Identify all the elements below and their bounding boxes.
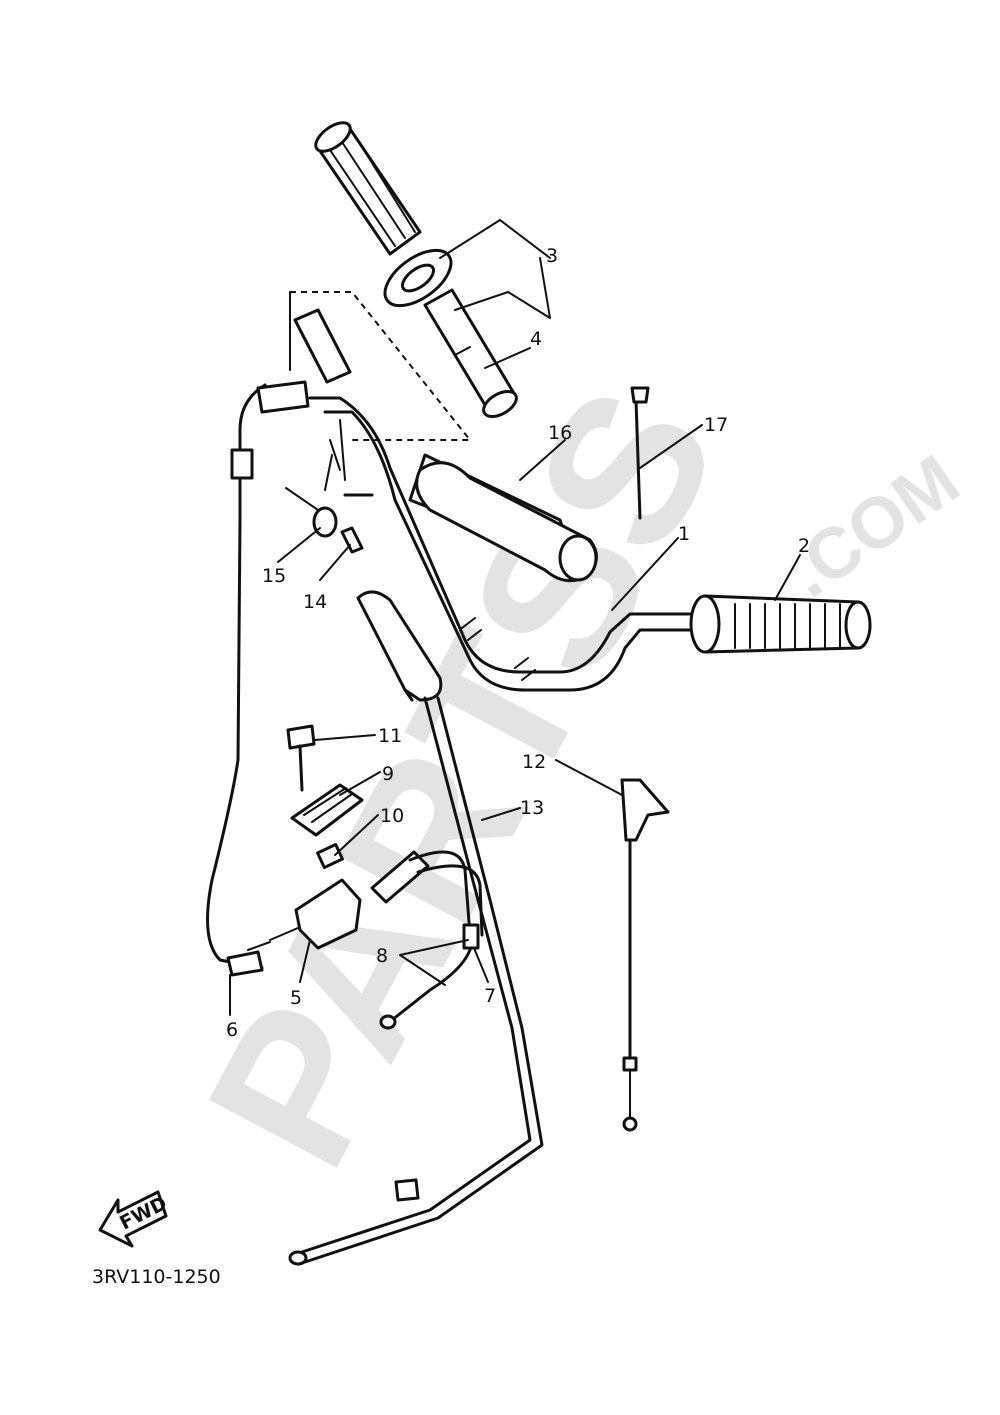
callout-5: 5 <box>290 987 302 1009</box>
clamp-top-part <box>290 783 364 837</box>
callout-6: 6 <box>226 1019 238 1041</box>
callout-4: 4 <box>530 328 542 350</box>
adjuster-part <box>285 487 364 554</box>
bolt-17-part <box>630 386 650 520</box>
brake-cable-part <box>620 778 670 1132</box>
callout-1: 1 <box>678 523 690 545</box>
pad-part <box>408 453 598 583</box>
callout-7: 7 <box>484 985 496 1007</box>
choke-cable-part <box>206 380 310 977</box>
callout-14: 14 <box>303 591 327 613</box>
callout-12: 12 <box>522 751 546 773</box>
watermark-suffix: .COM <box>773 440 973 613</box>
throttle-tube-part <box>423 288 518 418</box>
callout-9: 9 <box>382 763 394 785</box>
callout-11: 11 <box>378 725 402 747</box>
callout-3: 3 <box>546 245 558 267</box>
callout-15: 15 <box>262 565 286 587</box>
callout-10: 10 <box>380 805 404 827</box>
lever-cables-part <box>370 850 484 1030</box>
callout-13: 13 <box>520 797 544 819</box>
fwd-arrow: FWD <box>98 1190 171 1248</box>
callout-16: 16 <box>548 422 572 444</box>
throttle-cable-part <box>288 590 544 1266</box>
assembly-bracket <box>289 291 473 441</box>
callout-8: 8 <box>376 945 388 967</box>
diagram-code: 3RV110-1250 <box>92 1266 221 1288</box>
grip-lower-part <box>689 594 872 654</box>
callouts: 3 4 16 17 1 2 15 14 11 9 10 12 13 8 7 5 … <box>226 245 810 1041</box>
lever-housing-part <box>247 878 362 951</box>
watermark: PARTSS .COM <box>162 352 973 1201</box>
bolt-11-part <box>286 724 316 792</box>
leader-lines <box>229 218 801 1016</box>
grip-upper-part <box>314 121 453 308</box>
callout-2: 2 <box>798 535 810 557</box>
handlebar-part <box>308 396 702 692</box>
callout-17: 17 <box>704 414 728 436</box>
